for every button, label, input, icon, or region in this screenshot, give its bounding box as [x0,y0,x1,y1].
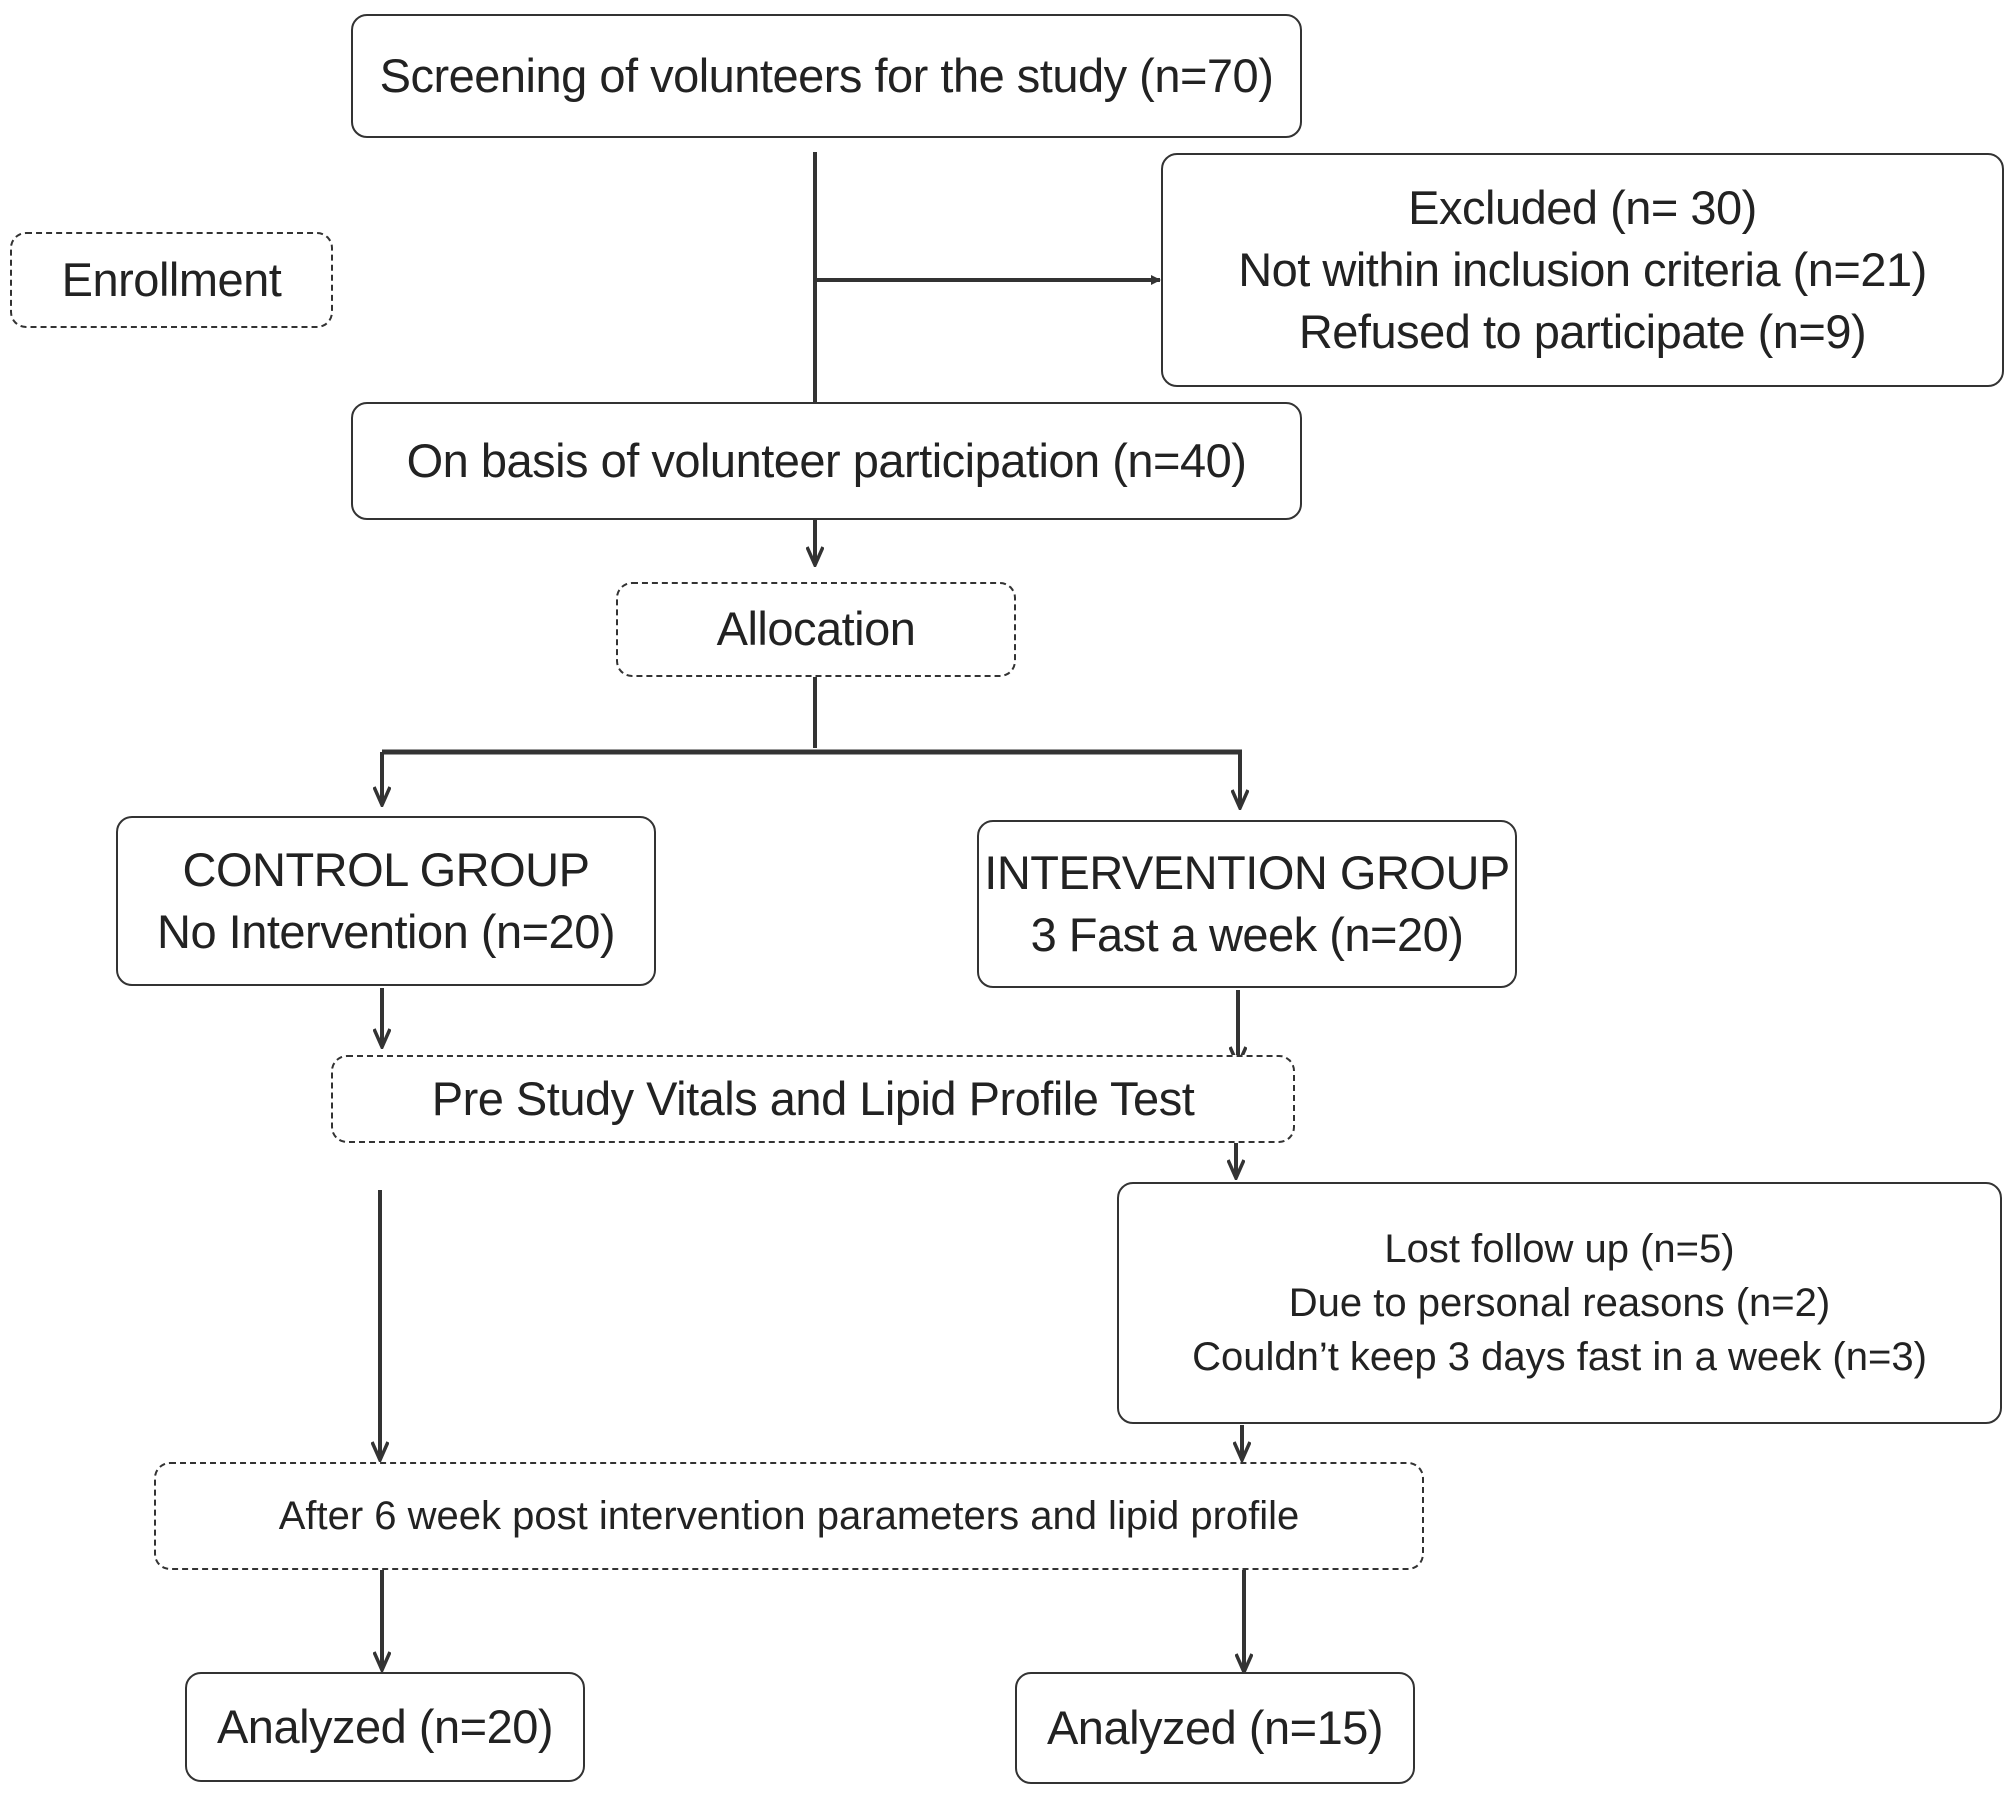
intervention-group-box: INTERVENTION GROUP 3 Fast a week (n=20) [977,820,1517,988]
lost-follow-up-title: Lost follow up (n=5) [1384,1227,1735,1271]
enrollment-label-box: Enrollment [10,232,333,328]
screening-box: Screening of volunteers for the study (n… [351,14,1302,138]
allocation-label: Allocation [716,602,916,656]
analyzed-control-box: Analyzed (n=20) [185,1672,585,1782]
screening-text: Screening of volunteers for the study (n… [379,48,1274,102]
lost-follow-up-reason: Couldn’t keep 3 days fast in a week (n=3… [1192,1335,1927,1379]
excluded-reason: Not within inclusion criteria (n=21) [1238,242,1927,296]
excluded-reason: Refused to participate (n=9) [1298,305,1867,359]
lost-follow-up-box: Lost follow up (n=5) Due to personal rea… [1117,1182,2002,1424]
post-intervention-box: After 6 week post intervention parameter… [154,1462,1424,1570]
enrollment-label: Enrollment [61,252,282,306]
participation-text: On basis of volunteer participation (n=4… [406,433,1247,487]
analyzed-intervention-box: Analyzed (n=15) [1015,1672,1415,1784]
intervention-group-title: INTERVENTION GROUP [984,845,1510,899]
intervention-group-detail: 3 Fast a week (n=20) [1030,908,1464,961]
participation-box: On basis of volunteer participation (n=4… [351,402,1302,520]
pre-study-text: Pre Study Vitals and Lipid Profile Test [431,1071,1195,1125]
pre-study-box: Pre Study Vitals and Lipid Profile Test [331,1055,1295,1143]
lost-follow-up-reason: Due to personal reasons (n=2) [1288,1281,1831,1325]
control-group-detail: No Intervention (n=20) [157,905,615,958]
control-group-title: CONTROL GROUP [182,842,590,896]
analyzed-control-text: Analyzed (n=20) [216,1699,554,1753]
control-group-box: CONTROL GROUP No Intervention (n=20) [116,816,656,986]
excluded-title: Excluded (n= 30) [1408,180,1757,234]
analyzed-intervention-text: Analyzed (n=15) [1046,1700,1384,1754]
excluded-box: Excluded (n= 30) Not within inclusion cr… [1161,153,2004,387]
allocation-label-box: Allocation [616,582,1016,677]
post-intervention-text: After 6 week post intervention parameter… [278,1494,1300,1538]
